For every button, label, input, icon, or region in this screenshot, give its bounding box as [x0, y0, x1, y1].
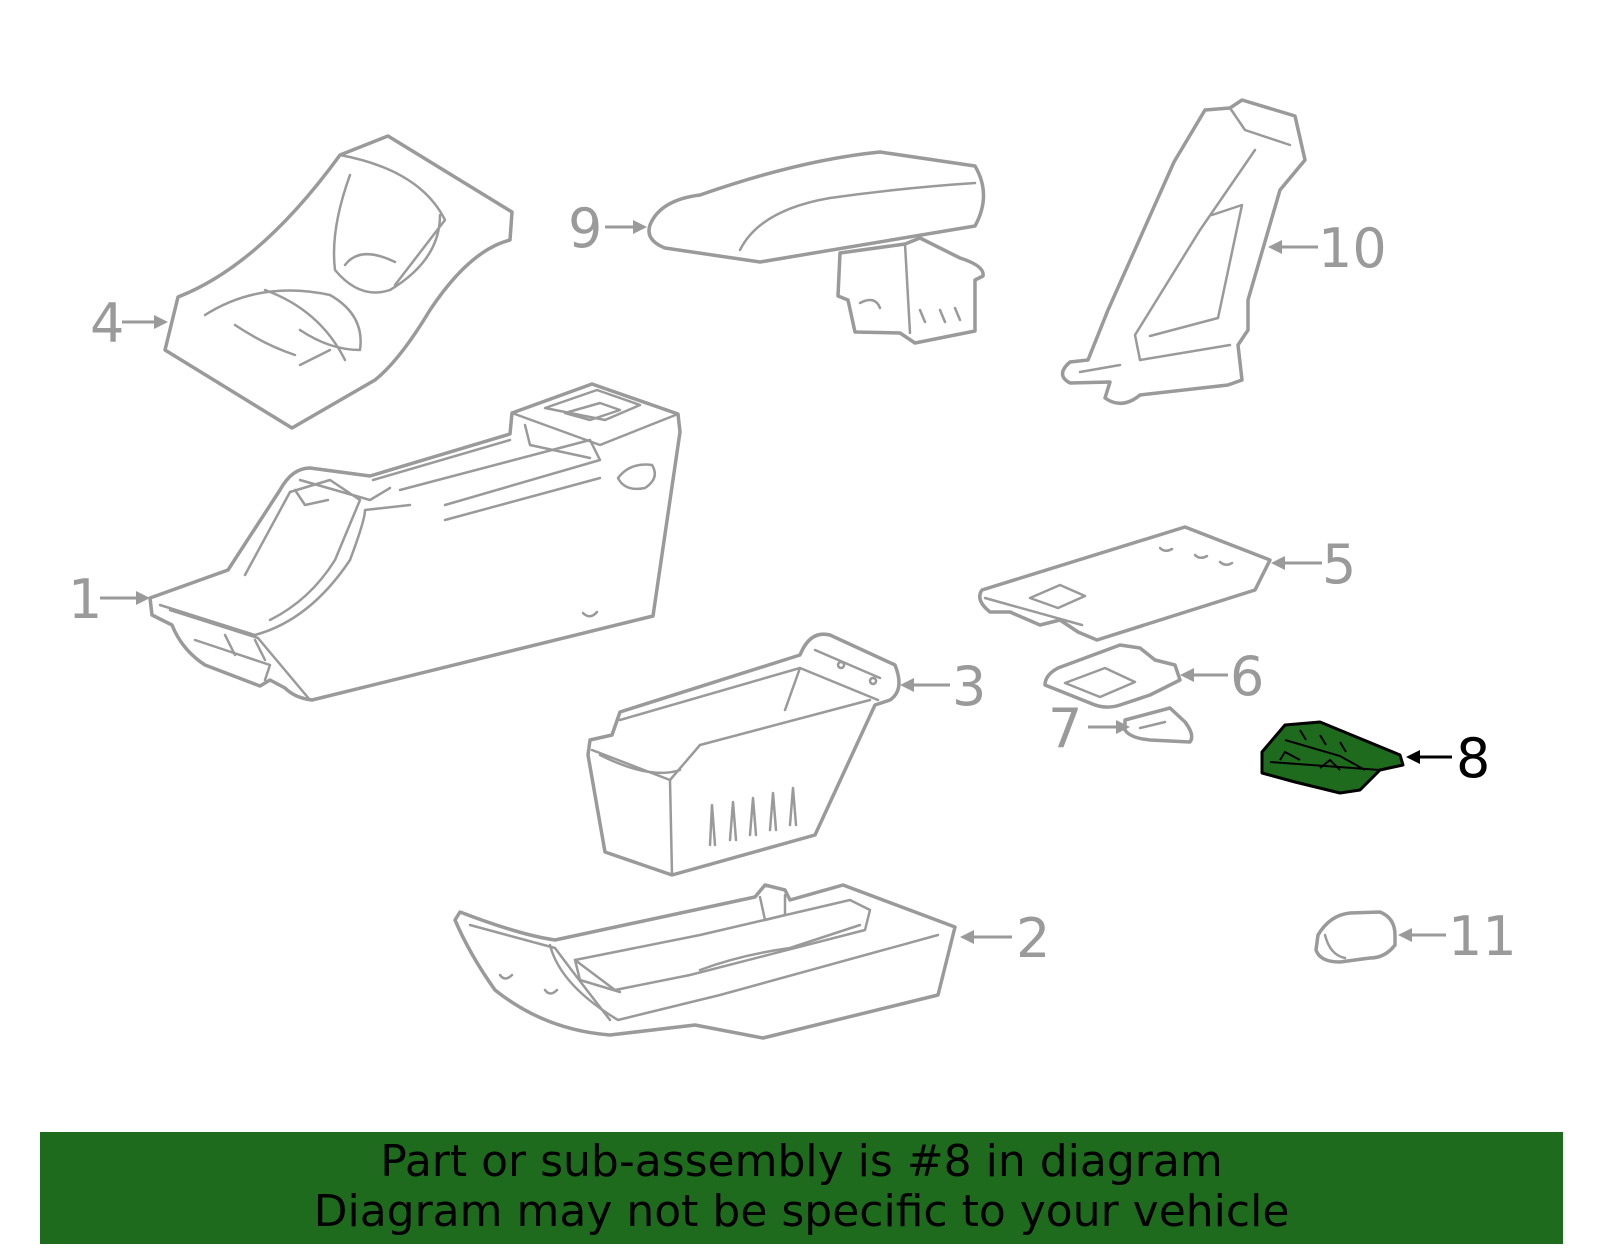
- part-2-lower-tray: [453, 883, 957, 1040]
- part-1-console-body: [148, 382, 682, 702]
- callout-10: 10: [1318, 217, 1387, 280]
- callout-7: 7: [1048, 697, 1082, 760]
- callout-3: 3: [952, 655, 986, 718]
- part-8-highlighted: [1260, 720, 1405, 795]
- banner-line-2: Diagram may not be specific to your vehi…: [313, 1186, 1290, 1237]
- part-7-clip: [1123, 706, 1194, 744]
- part-5-lid-panel: [978, 525, 1272, 642]
- part-3-storage-bin: [586, 632, 901, 877]
- callout-11: 11: [1448, 905, 1517, 968]
- callout-1: 1: [68, 568, 102, 631]
- part-11-plug: [1314, 910, 1397, 964]
- callout-5: 5: [1322, 533, 1356, 596]
- part-10-bracket: [1060, 98, 1307, 405]
- callout-8: 8: [1456, 727, 1490, 790]
- part-4-cupholder: [163, 134, 514, 430]
- banner-line-1: Part or sub-assembly is #8 in diagram: [380, 1136, 1223, 1187]
- callout-2: 2: [1016, 907, 1050, 970]
- part-9-armrest: [647, 150, 986, 345]
- callout-6: 6: [1230, 645, 1264, 708]
- part-6-latch-housing: [1043, 643, 1182, 709]
- callout-arrows: [100, 220, 1452, 944]
- callout-9: 9: [568, 197, 602, 260]
- callout-4: 4: [90, 292, 124, 355]
- info-banner: Part or sub-assembly is #8 in diagram Di…: [40, 1132, 1563, 1244]
